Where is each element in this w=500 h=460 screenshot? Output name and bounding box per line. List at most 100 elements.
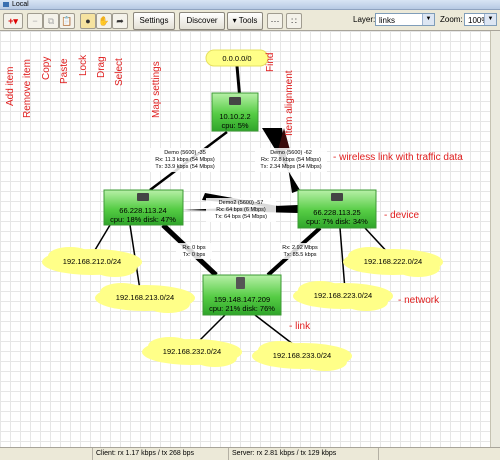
annotation-text: - device — [384, 210, 419, 221]
network-label: 192.168.232.0/24 — [163, 347, 221, 356]
add-item-button[interactable]: +▾ — [3, 13, 23, 29]
network-label: 192.168.222.0/24 — [364, 257, 422, 266]
device-name: 10.10.2.2 — [219, 112, 250, 121]
device-name: 66.228.113.24 — [119, 206, 166, 215]
link-traffic-label: Demo2 (5600) -57 Rx: 64 bps (6 Mbps) Tx:… — [206, 198, 276, 222]
window-title: Local — [12, 1, 29, 8]
settings-button[interactable]: Settings — [133, 12, 175, 30]
link-traffic-label: Rx: 2.92 Mbps Tx: 85.5 kbps — [280, 243, 320, 259]
item-alignment-button[interactable]: ∷ — [286, 13, 302, 29]
network-label: 192.168.212.0/24 — [63, 257, 121, 266]
chevron-down-icon: ▼ — [422, 14, 434, 25]
link-label-line: Demo (5600) -35 — [164, 150, 206, 156]
status-bar: Client: rx 1.17 kbps / tx 268 bps Server… — [0, 447, 500, 460]
link-label-line: Tx: 85.5 kbps — [283, 252, 316, 258]
network-cloud[interactable]: 192.168.232.0/24 — [142, 337, 242, 367]
select-button[interactable]: ➦ — [112, 13, 128, 29]
network-label: 192.168.223.0/24 — [314, 291, 372, 300]
annotation-text: Paste — [59, 58, 70, 84]
drag-button[interactable]: ✋ — [96, 13, 112, 29]
link-label-line: Tx: 33.9 kbps (54 Mbps) — [155, 164, 214, 170]
annotation-text: Find — [265, 53, 276, 72]
link-label-line: Tx: 64 bps (54 Mbps) — [215, 214, 267, 220]
tools-button[interactable]: ▾ Tools — [227, 12, 263, 30]
annotation-text: Add item — [5, 67, 16, 106]
window-icon — [3, 2, 9, 7]
device-stats: cpu: 18% disk: 47% — [110, 215, 176, 224]
router-icon — [229, 97, 241, 105]
annotation-text: Remove item — [22, 59, 33, 118]
device-node[interactable]: 66.228.113.25 cpu: 7% disk: 34% — [297, 189, 377, 229]
link-traffic-label: Demo (5600) -62 Rx: 72.8 kbps (54 Mbps) … — [255, 148, 327, 172]
minus-icon: − — [32, 16, 38, 26]
device-name: 159.148.147.209 — [214, 295, 270, 304]
network-cloud[interactable]: 192.168.222.0/24 — [343, 247, 443, 277]
zoom-select[interactable]: 100% ▼ — [464, 13, 497, 26]
window-titlebar: Local — [0, 0, 500, 10]
vertical-scrollbar[interactable] — [490, 31, 500, 447]
zoom-label: Zoom: — [440, 15, 463, 24]
network-map: 0.0.0.0/0 192.168.212.0/24 192.168.213.0… — [5, 49, 463, 371]
annotation-text: Item alignment — [284, 70, 295, 136]
network-cloud[interactable]: 192.168.223.0/24 — [293, 281, 393, 311]
device-name: 66.228.113.25 — [313, 208, 360, 217]
find-icon: ⋯ — [270, 16, 280, 26]
device-stats: cpu: 7% disk: 34% — [306, 217, 368, 226]
router-icon — [331, 193, 343, 201]
paste-icon: 📋 — [61, 16, 73, 26]
annotation-text: Drag — [96, 56, 107, 78]
link-label-line: Tx: 0 bps — [183, 252, 206, 258]
copy-button[interactable]: ⧉ — [43, 13, 59, 29]
link-line[interactable] — [339, 227, 346, 291]
network-cloud-top[interactable]: 0.0.0.0/0 — [205, 49, 269, 67]
copy-icon: ⧉ — [47, 16, 55, 26]
link-label-line: Tx: 2.34 Mbps (54 Mbps) — [260, 164, 321, 170]
plus-icon: +▾ — [8, 16, 18, 26]
link-label-line: Rx: 72.8 kbps (54 Mbps) — [261, 157, 321, 163]
server-traffic-status: Server: rx 2.81 kbps / tx 129 kbps — [228, 448, 378, 460]
network-cloud[interactable]: 192.168.213.0/24 — [95, 283, 195, 313]
device-node[interactable]: 66.228.113.24 cpu: 18% disk: 47% — [103, 189, 184, 226]
annotation-text: Select — [114, 58, 125, 86]
map-canvas[interactable]: 0.0.0.0/0 192.168.212.0/24 192.168.213.0… — [0, 31, 490, 447]
link-label-line: Rx: 64 bps (6 Mbps) — [216, 207, 266, 213]
link-label-line: Rx: 2.92 Mbps — [282, 245, 318, 251]
link-label-line: Rx: 0 bps — [182, 245, 205, 251]
device-stats: cpu: 21% disk: 76% — [209, 304, 275, 313]
device-stats: cpu: 5% — [221, 121, 248, 130]
paste-button[interactable]: 📋 — [59, 13, 75, 29]
annotation-text: Lock — [78, 54, 89, 76]
link-traffic-label: Rx: 0 bps Tx: 0 bps — [176, 243, 212, 259]
alignment-icon: ∷ — [291, 16, 297, 26]
device-node[interactable]: 10.10.2.2 cpu: 5% — [211, 92, 259, 132]
link-label-line: Demo2 (5600) -57 — [219, 200, 264, 206]
drag-icon: ✋ — [98, 16, 110, 26]
link-label-line: Rx: 11.3 kbps (54 Mbps) — [155, 157, 215, 163]
remove-item-button[interactable]: − — [27, 13, 43, 29]
link-label-line: Demo (5600) -62 — [270, 150, 312, 156]
layer-value: links — [379, 16, 396, 25]
layer-label: Layer: — [353, 15, 376, 24]
discover-button[interactable]: Discover — [179, 12, 225, 30]
server-icon — [236, 277, 245, 289]
network-label: 192.168.213.0/24 — [116, 293, 174, 302]
annotation-text: Copy — [41, 57, 52, 80]
annotation-text: - wireless link with traffic data — [333, 152, 463, 163]
network-cloud[interactable]: 192.168.212.0/24 — [42, 247, 142, 277]
network-cloud[interactable]: 192.168.233.0/24 — [252, 341, 352, 371]
client-traffic-status: Client: rx 1.17 kbps / tx 268 bps — [92, 448, 228, 460]
annotation-text: - link — [289, 321, 311, 332]
annotation-group: Add item Remove item Copy Paste Lock Dra… — [5, 53, 463, 332]
network-label: 192.168.233.0/24 — [273, 351, 331, 360]
status-empty-cell — [378, 448, 500, 460]
lock-button[interactable]: ● — [80, 13, 96, 29]
find-button[interactable]: ⋯ — [267, 13, 283, 29]
wireless-link-line[interactable] — [262, 128, 300, 193]
chevron-down-icon: ▼ — [484, 14, 496, 25]
annotation-text: Map settings — [151, 61, 162, 118]
wireless-link-line[interactable] — [278, 128, 290, 150]
device-node[interactable]: 159.148.147.209 cpu: 21% disk: 76% — [202, 274, 282, 316]
network-label: 0.0.0.0/0 — [222, 54, 251, 63]
zoom-value: 100% — [468, 16, 489, 25]
layer-select[interactable]: links ▼ — [375, 13, 435, 26]
